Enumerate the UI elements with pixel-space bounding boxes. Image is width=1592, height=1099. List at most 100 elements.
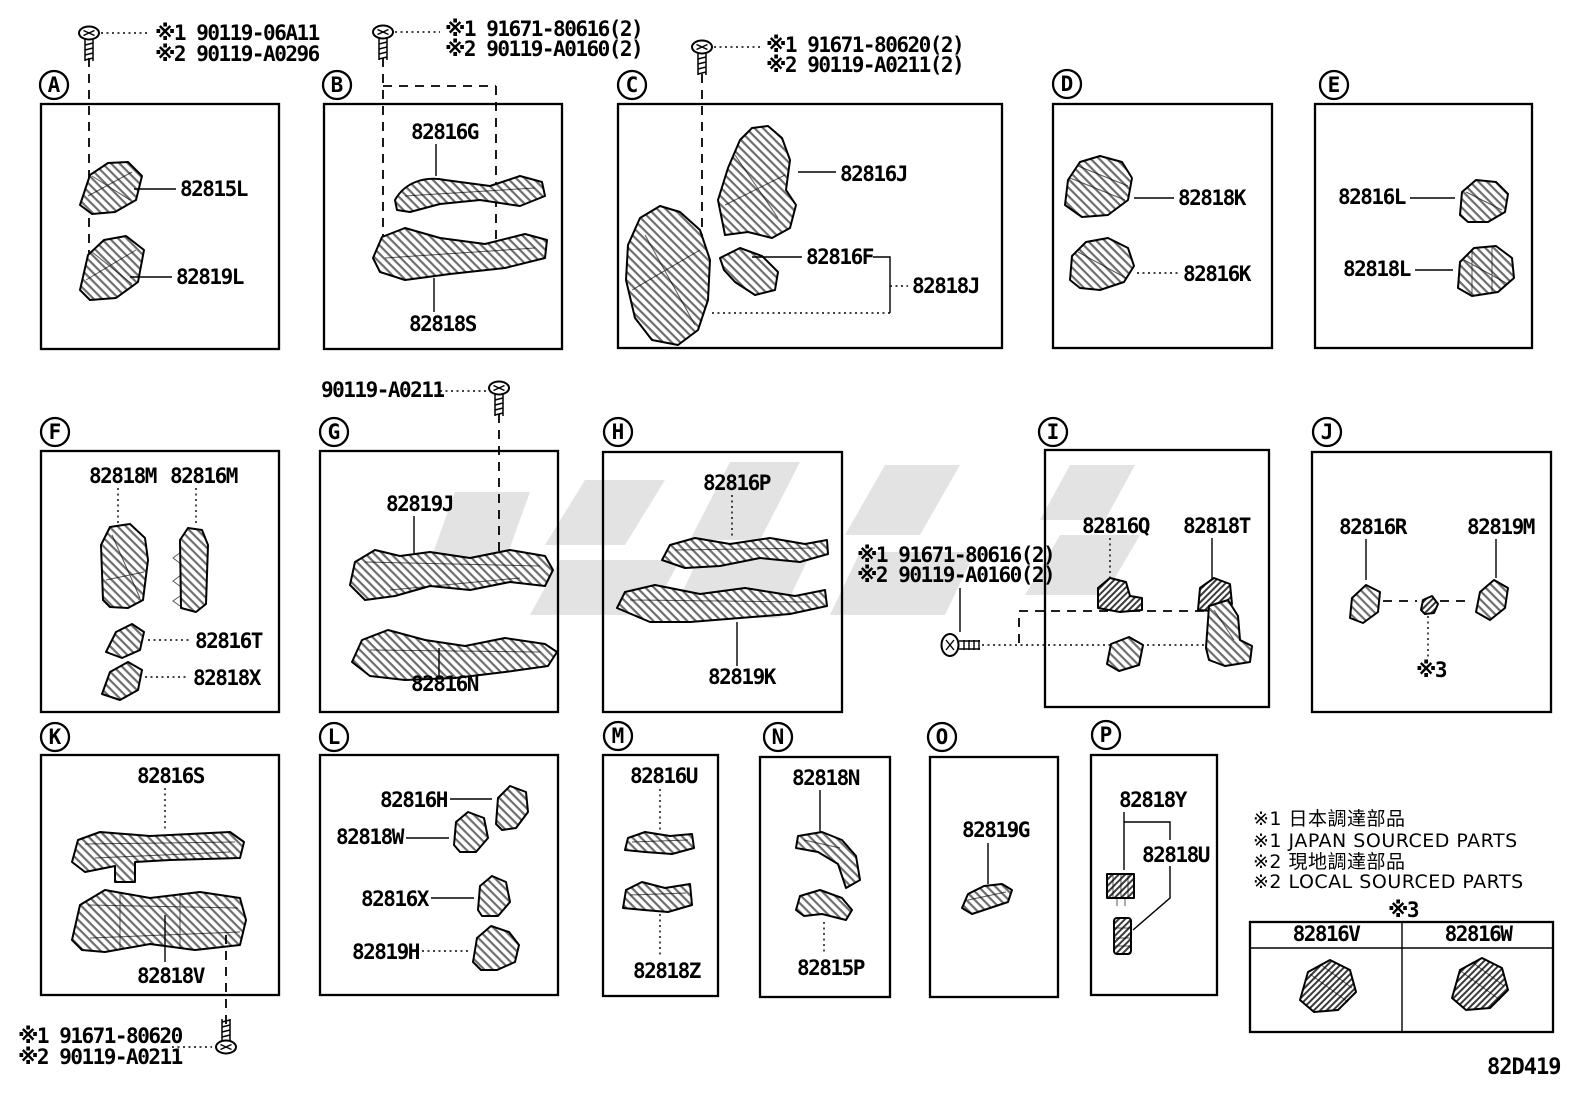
section-marker-L xyxy=(318,721,350,753)
part-drawing xyxy=(179,527,209,613)
section-letter: N xyxy=(772,725,785,749)
section-marker-E xyxy=(1318,69,1350,101)
section-letter: E xyxy=(1328,73,1341,97)
section-letter: O xyxy=(936,725,949,749)
section-N: N 82818N 82815P xyxy=(758,721,892,999)
part-label: 82816F xyxy=(806,245,874,269)
table-note: ※3 xyxy=(1388,898,1419,922)
leader-line xyxy=(117,488,197,525)
section-letter: D xyxy=(1061,72,1074,96)
part-label: 82819K xyxy=(708,665,777,689)
section-J: J 82816R 82819M ※3 xyxy=(1310,416,1553,714)
part-label: 82819H xyxy=(352,940,420,964)
part-drawing xyxy=(1069,237,1135,291)
part-drawing xyxy=(477,875,511,917)
section-box-B xyxy=(322,102,564,351)
legend-line: ※1 JAPAN SOURCED PARTS xyxy=(1253,830,1518,852)
section-letter: F xyxy=(49,420,62,444)
part-label: 82816P xyxy=(703,471,771,495)
section-P: P 82818Y 82818U xyxy=(1089,719,1219,997)
section-H: H 82816P 82819K xyxy=(601,416,844,714)
section-marker-I xyxy=(1037,416,1069,448)
part-label: 82816G xyxy=(411,120,479,144)
section-marker-F xyxy=(39,416,71,448)
section-box-J xyxy=(1310,450,1553,714)
section-C: C ※1 91671-80620(2) ※2 90119-A0211(2) 82… xyxy=(616,33,1004,350)
section-letter: A xyxy=(48,73,61,97)
part-drawing xyxy=(624,831,695,855)
section-E: E 82816L 82818L xyxy=(1313,69,1534,350)
section-I: I 82816Q 82818T xyxy=(1037,416,1271,709)
legend: ※1 日本調達部品 ※1 JAPAN SOURCED PARTS ※2 現地調達… xyxy=(1253,808,1523,893)
part-drawing xyxy=(1349,584,1381,624)
part-drawing xyxy=(100,523,149,609)
part-label: 82816S xyxy=(137,764,205,788)
part-label: 82818J xyxy=(912,274,979,298)
legend-line: ※1 日本調達部品 xyxy=(1253,808,1406,830)
screw-icon xyxy=(78,25,100,62)
screw-icon xyxy=(488,380,510,417)
section-K: K 82816S 82818V ※1 91671-80620 ※2 90119-… xyxy=(18,721,281,1069)
legend-line: ※2 現地調達部品 xyxy=(1253,851,1406,873)
section-letter: P xyxy=(1100,723,1113,747)
section-letter: C xyxy=(626,73,639,97)
fastener-label: ※2 90119-A0211 xyxy=(18,1045,183,1069)
part-label: 82818U xyxy=(1142,843,1210,867)
part-label: 82815L xyxy=(180,177,248,201)
part-drawing xyxy=(1475,579,1509,621)
section-marker-M xyxy=(602,720,634,752)
part-drawing xyxy=(71,889,247,953)
section-B: B ※1 91671-80616(2) ※2 90119-A0160(2) 82… xyxy=(321,17,644,351)
part-label: 82818M xyxy=(89,464,157,488)
section-box-C xyxy=(616,102,1004,350)
section-marker-J xyxy=(1311,416,1343,448)
leader-line xyxy=(1365,539,1497,580)
section-letter: K xyxy=(49,725,62,749)
section-box-A xyxy=(39,102,281,351)
section-marker-G xyxy=(318,416,350,448)
diagram-code: 82D419 xyxy=(1487,1055,1560,1080)
part-drawing xyxy=(1064,155,1133,218)
section-marker-B xyxy=(321,69,353,101)
section-box-N xyxy=(758,755,892,999)
section-box-K xyxy=(39,753,281,997)
part-label: 82818L xyxy=(1343,257,1411,281)
fastener-label: ※2 90119-A0296 xyxy=(155,42,320,66)
note-label: ※3 xyxy=(1416,658,1447,682)
section-letter: H xyxy=(612,420,625,444)
part-label: 82818N xyxy=(792,766,860,790)
section-letter: L xyxy=(328,725,341,749)
part-label: 82818K xyxy=(1178,186,1247,210)
part-drawing xyxy=(71,831,245,883)
fastener-label: ※1 91671-80620(2) xyxy=(766,33,963,57)
part-drawing xyxy=(105,623,145,659)
fastener-label: ※2 90119-A0160(2) xyxy=(857,563,1054,587)
bracket-line xyxy=(712,285,908,314)
table-grid xyxy=(1250,922,1553,1032)
section-letter: B xyxy=(331,73,344,97)
fastener-label: ※1 91671-80616(2) xyxy=(857,543,1054,567)
part-drawing xyxy=(1299,959,1357,1013)
section-letter: G xyxy=(328,420,341,444)
section-D: D 82818K 82816K xyxy=(1051,68,1274,350)
part-drawing xyxy=(372,227,548,281)
part-label: 82816X xyxy=(361,887,430,911)
variant-table: ※3 82816V 82816W xyxy=(1248,898,1555,1034)
part-drawing xyxy=(1106,636,1144,672)
section-box-D xyxy=(1051,102,1274,350)
part-drawing xyxy=(616,584,828,623)
fastener-label: ※1 90119-06A11 xyxy=(155,21,320,45)
section-marker-P xyxy=(1090,719,1122,751)
part-drawing xyxy=(495,785,529,831)
section-box-F xyxy=(39,449,281,714)
part-drawing xyxy=(101,661,143,701)
section-F: F 82818M 82816M 82816T 82818X xyxy=(39,416,281,714)
part-label: 82816N xyxy=(411,672,479,696)
fastener-label: ※1 91671-80620 xyxy=(18,1024,183,1048)
part-label: 82818Y xyxy=(1119,788,1188,812)
part-label: 82819G xyxy=(962,818,1030,842)
part-label: 82816T xyxy=(195,629,263,653)
part-label: 82818V xyxy=(137,964,206,988)
